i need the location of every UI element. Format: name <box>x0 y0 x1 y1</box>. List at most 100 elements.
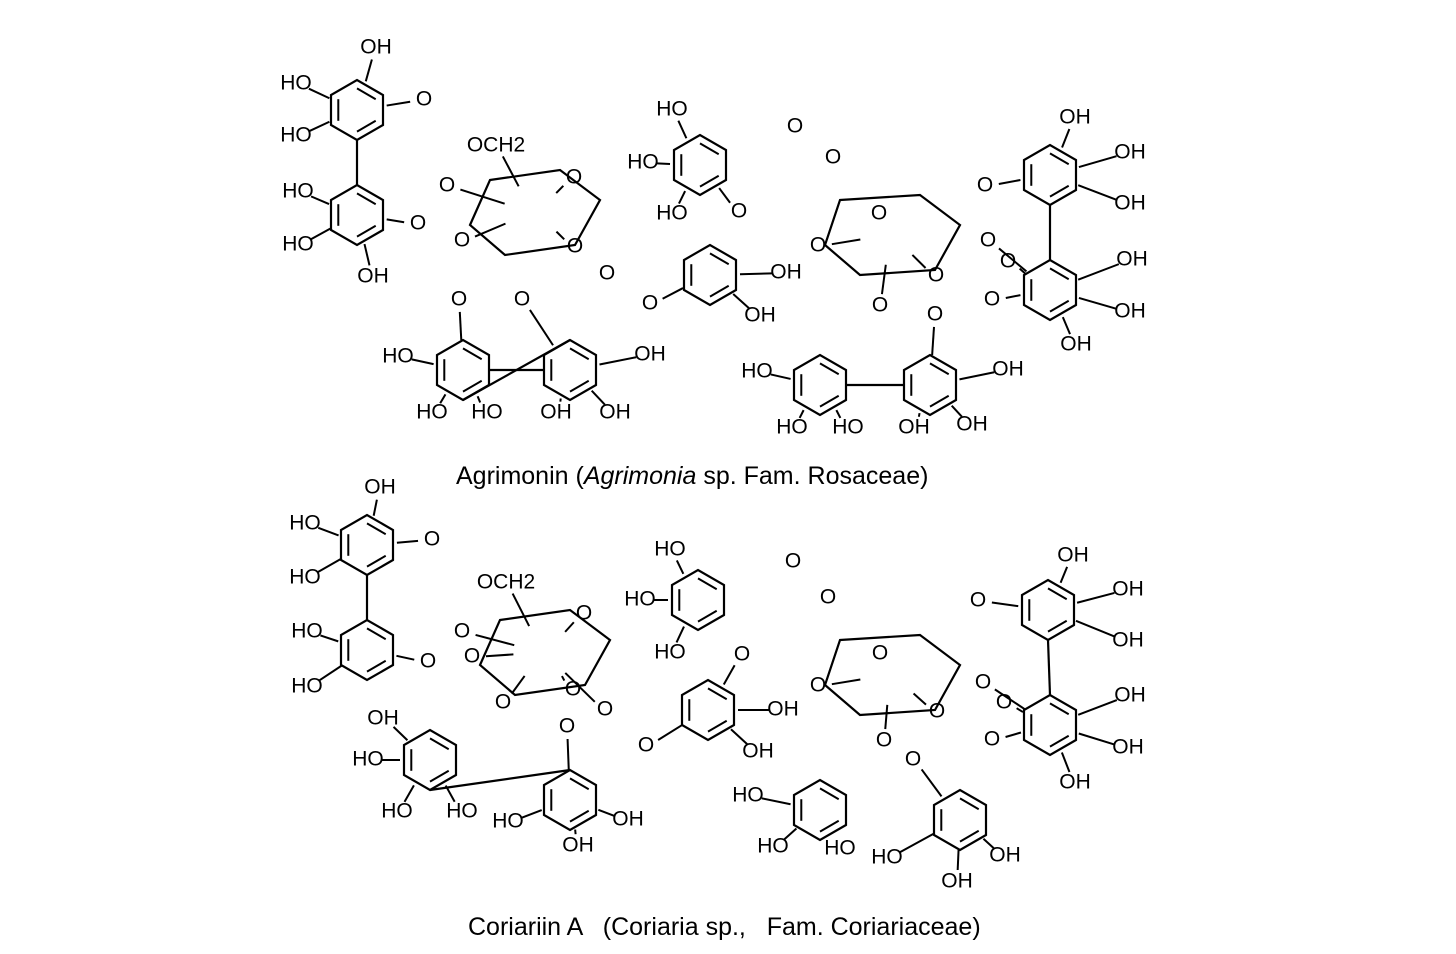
atom-label: HO <box>352 748 384 771</box>
atom-label: OH <box>1059 106 1091 129</box>
atom-label: HO <box>492 810 524 833</box>
substituent-bond <box>439 393 447 404</box>
substituent-bond <box>880 264 887 295</box>
substituent-bond <box>998 179 1021 185</box>
atom-label: O <box>638 734 654 757</box>
atom-label: O <box>929 700 945 723</box>
substituent-bond <box>1005 731 1022 738</box>
atom-label: OH <box>1112 629 1144 652</box>
substituent-bond <box>476 395 482 403</box>
atom-label: HO <box>832 416 864 439</box>
atom-label: OH <box>742 740 774 763</box>
substituent-bond <box>662 287 684 300</box>
atom-label: OH <box>956 413 988 436</box>
atom-label: HO <box>656 98 688 121</box>
substituent-bond <box>675 626 685 643</box>
atom-label: O <box>872 294 888 317</box>
double-bond <box>429 737 450 751</box>
benzene-ring <box>672 133 728 197</box>
atom-label: OH <box>562 834 594 857</box>
substituent-bond <box>520 809 543 819</box>
atom-label: HO <box>280 124 312 147</box>
atom-label: O <box>454 620 470 643</box>
atom-label: OH <box>1114 300 1146 323</box>
benzene-ring <box>682 243 738 307</box>
benzene-ring <box>339 618 395 682</box>
substituent-bond <box>320 634 339 643</box>
atom-label: O <box>928 264 944 287</box>
double-bond <box>1047 587 1068 601</box>
atom-label: O <box>576 602 592 625</box>
double-bond <box>819 362 840 376</box>
atom-label: HO <box>871 846 903 869</box>
double-bond <box>959 797 980 811</box>
double-bond <box>462 379 483 393</box>
substituent-bond <box>564 621 575 633</box>
substituent-bond <box>564 672 596 703</box>
atom-label: OH <box>634 343 666 366</box>
benzene-ring <box>329 183 385 247</box>
atom-label: O <box>871 202 887 225</box>
atom-label: OH <box>1057 544 1089 567</box>
benzene-ring <box>680 678 736 742</box>
substituent-bond <box>1059 566 1069 584</box>
double-bond <box>366 627 387 641</box>
atom-label: O <box>787 115 803 138</box>
coriariin-caption: Coriariin A (Coriaria sp., Fam. Coriaria… <box>468 913 981 941</box>
substituent-bond <box>718 187 731 204</box>
benzene-ring <box>1022 258 1078 322</box>
atom-label: O <box>810 674 826 697</box>
double-bond <box>707 719 728 733</box>
substituent-bond <box>363 243 371 266</box>
substituent-bond <box>1060 752 1071 773</box>
atom-label: OH <box>1116 248 1148 271</box>
atom-label: OH <box>1114 141 1146 164</box>
substituent-bond <box>1005 294 1021 299</box>
benzene-ring <box>792 353 848 417</box>
atom-label: HO <box>471 401 503 424</box>
atom-label: O <box>984 288 1000 311</box>
substituent-bond <box>308 87 330 100</box>
substituent-bond <box>798 409 805 419</box>
atom-label: HO <box>776 416 808 439</box>
substituent-bond <box>959 371 995 381</box>
atom-label: O <box>410 212 426 235</box>
substituent-bond <box>1018 267 1026 275</box>
atom-label: OH <box>1112 736 1144 759</box>
substituent-bond <box>309 227 331 241</box>
atom-label: OH <box>540 401 572 424</box>
substituent-bond <box>566 738 570 771</box>
substituent-bond <box>931 326 936 356</box>
benzene-ring <box>902 353 958 417</box>
atom-label: HO <box>824 837 856 860</box>
atom-label: HO <box>291 620 323 643</box>
pyranose-ring <box>478 608 612 697</box>
substituent-bond <box>675 560 685 575</box>
double-bond <box>429 769 450 783</box>
atom-label: O <box>464 645 480 668</box>
agrimonin-caption: Agrimonin (Agrimonia sp. Fam. Rosaceae) <box>456 462 928 491</box>
benzene-ring <box>1022 693 1078 757</box>
substituent-bond <box>1078 296 1117 310</box>
atom-label: O <box>597 698 613 721</box>
substituent-bond <box>898 832 934 854</box>
double-bond <box>707 687 728 701</box>
double-bond <box>1049 702 1070 716</box>
atom-label: O <box>559 715 575 738</box>
substituent-bond <box>396 654 415 661</box>
atom-label: OH <box>1114 684 1146 707</box>
atom-label: HO <box>382 345 414 368</box>
substituent-bond <box>678 190 687 205</box>
substituent-bond <box>1077 184 1118 201</box>
substituent-bond <box>1077 263 1120 281</box>
atom-label: OH <box>992 358 1024 381</box>
atom-label: O <box>785 550 801 573</box>
double-bond <box>1049 734 1070 748</box>
substituent-bond <box>411 358 434 366</box>
atom-label: O <box>905 748 921 771</box>
pyranose-ring <box>823 633 962 717</box>
substituent-bond <box>555 230 565 241</box>
double-bond <box>569 809 590 823</box>
substituent-bond <box>372 499 378 516</box>
